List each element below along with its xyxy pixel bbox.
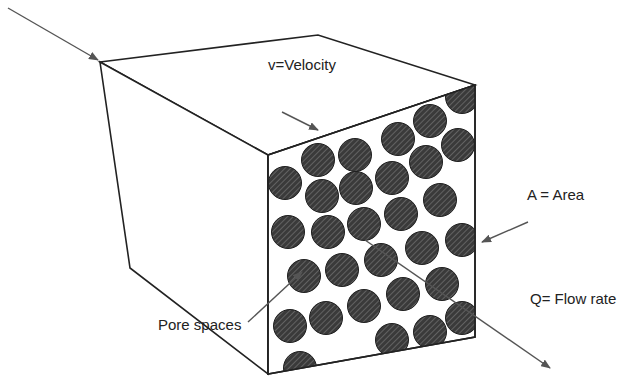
grain-circle — [340, 172, 373, 205]
grain-circle — [274, 310, 307, 343]
flow-rate-label: Q= Flow rate — [530, 290, 616, 308]
velocity-label: v=Velocity — [268, 56, 336, 74]
grain-circle — [269, 167, 302, 200]
grain-circle — [426, 268, 459, 301]
grain-circle — [406, 232, 439, 265]
grain-circle — [385, 198, 418, 231]
grain-circle — [288, 260, 321, 293]
grain-circle — [424, 184, 457, 217]
grain-circle — [306, 180, 339, 213]
grain-circle — [326, 254, 359, 287]
flow-rate-arrow — [365, 240, 550, 368]
grain-circle — [272, 216, 305, 249]
grains — [269, 81, 479, 376]
grain-circle — [365, 244, 398, 277]
grain-circle — [348, 290, 381, 323]
grain-circle — [414, 105, 447, 138]
pore-leader — [248, 272, 302, 322]
grain-circle — [284, 352, 317, 376]
inflow-arrow — [8, 8, 98, 60]
front-face-outline — [268, 85, 475, 374]
side-face — [100, 62, 268, 374]
grain-circle — [310, 302, 343, 335]
grain-circle — [348, 208, 381, 241]
front-face — [268, 85, 475, 374]
grain-circle — [442, 129, 475, 162]
grain-circle — [339, 139, 372, 172]
area-label: A = Area — [527, 186, 584, 204]
velocity-leader — [282, 112, 318, 130]
pore-spaces-label: Pore spaces — [158, 316, 241, 334]
area-leader — [482, 222, 528, 242]
grain-circle — [376, 162, 409, 195]
grain-circle — [312, 216, 345, 249]
grain-circle — [387, 278, 420, 311]
grain-circle — [410, 146, 443, 179]
grain-circle — [446, 224, 479, 257]
grain-circle — [302, 144, 335, 177]
grain-circle — [382, 123, 415, 156]
